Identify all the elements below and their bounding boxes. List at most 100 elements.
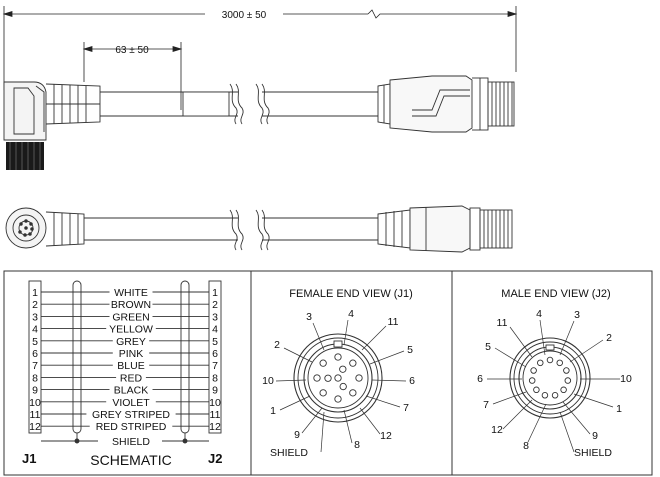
pin-label: 10 — [262, 375, 274, 387]
j2-pin-number: 6 — [212, 348, 218, 360]
j2-pin-number: 11 — [210, 409, 221, 421]
j1-pin-number: 3 — [32, 311, 38, 323]
j1-pin-number: 12 — [29, 421, 41, 433]
male-pin-contacts — [528, 356, 572, 399]
pin-label: 3 — [574, 309, 580, 321]
label-offset-dimension — [82, 42, 183, 110]
overall-length-label: 3000 ± 50 — [222, 10, 267, 21]
pin-contact — [355, 374, 363, 382]
female-pin-contacts — [313, 353, 363, 403]
pin-leader — [312, 322, 325, 351]
pin-label: 12 — [380, 430, 392, 442]
pin-leader — [371, 379, 407, 382]
pin-contact — [551, 392, 559, 399]
pin-leader — [509, 326, 533, 358]
male-pin-leaders — [487, 319, 620, 443]
panel-borders — [3, 270, 653, 476]
wire-color-label: BLUE — [117, 360, 144, 372]
pin-label: 5 — [485, 341, 491, 353]
pin-leader — [343, 319, 349, 346]
j1-pin-number: 2 — [32, 299, 38, 311]
pin-label: 3 — [306, 311, 312, 323]
j1-pin-number: 11 — [30, 409, 41, 421]
wire-color-label: RED STRIPED — [96, 421, 167, 433]
j1-pin-number: 9 — [32, 385, 38, 397]
j2-pin-number: 4 — [212, 324, 218, 336]
pin-contact — [530, 367, 537, 374]
pin-leader — [361, 325, 387, 351]
male-shield-label: SHIELD — [574, 447, 612, 459]
j1-pin-number: 6 — [32, 348, 38, 360]
pin-label: 7 — [403, 402, 409, 414]
wire-color-label: GREY — [116, 336, 146, 348]
pin-label: 11 — [497, 317, 508, 329]
pin-leader — [494, 347, 527, 368]
pin-leader — [279, 395, 311, 411]
pin-label: 4 — [536, 308, 542, 320]
pin-label: 2 — [606, 332, 612, 344]
pin-label: 1 — [270, 405, 276, 417]
j1-pin-number: 8 — [32, 372, 38, 384]
pin-leader — [527, 403, 547, 443]
pin-contact — [319, 389, 327, 397]
wire-color-label: WHITE — [114, 287, 148, 299]
j1-pin-number: 7 — [32, 360, 38, 372]
female-pin-leaders — [275, 319, 407, 444]
pin-label: 6 — [409, 375, 415, 387]
pin-contact — [319, 359, 327, 367]
pin-label: 1 — [616, 403, 622, 415]
pin-contact — [528, 377, 536, 384]
j2-pin-number: 2 — [212, 299, 218, 311]
j2-pin-number: 8 — [212, 372, 218, 384]
pin-leader — [275, 379, 307, 382]
pin-contact — [339, 382, 347, 391]
cable-side-view — [5, 205, 513, 253]
schematic-shield-wire — [41, 433, 209, 444]
pin-contact — [541, 392, 549, 399]
label-offset-label: 63 ± 50 — [115, 45, 149, 56]
pin-contact — [537, 359, 544, 367]
pin-contact — [533, 386, 540, 394]
pin-label: 9 — [294, 429, 300, 441]
pin-leader — [539, 319, 546, 356]
schematic-shield-label: SHIELD — [112, 436, 150, 448]
wire-color-label: BLACK — [114, 385, 148, 397]
coupling-nut-icon — [6, 142, 44, 170]
j2-pin-number: 3 — [212, 311, 218, 323]
j2-pin-number: 5 — [212, 336, 218, 348]
pin-contact — [313, 374, 321, 382]
pin-label: 7 — [483, 399, 489, 411]
pin-label: 5 — [407, 344, 413, 356]
j2-pin-number: 12 — [209, 421, 221, 433]
pin-leader — [359, 407, 381, 435]
pin-contact — [546, 356, 554, 364]
pin-contact — [564, 377, 572, 384]
pin-contact — [334, 353, 342, 361]
pin-leader — [369, 350, 405, 365]
pin-contact — [339, 365, 347, 373]
pin-contact — [560, 386, 567, 394]
male-view-title: MALE END VIEW (J2) — [501, 288, 610, 300]
wire-color-label: GREY STRIPED — [92, 409, 170, 421]
female-connector-face — [293, 333, 383, 423]
pin-contact — [334, 395, 342, 403]
wire-color-label: RED — [120, 372, 143, 384]
female-shield-leader — [320, 411, 325, 453]
pin-leader — [283, 347, 313, 363]
j1-pin-number: 4 — [32, 324, 38, 336]
pin-leader — [562, 401, 591, 435]
pin-contact — [349, 359, 357, 367]
wire-color-label: VIOLET — [112, 397, 150, 409]
female-shield-label: SHIELD — [270, 447, 308, 459]
pin-leader — [559, 320, 575, 356]
pin-label: 2 — [274, 339, 280, 351]
j1-pin-number: 1 — [32, 287, 38, 299]
wire-color-label: YELLOW — [109, 324, 153, 336]
pin-leader — [343, 409, 353, 444]
